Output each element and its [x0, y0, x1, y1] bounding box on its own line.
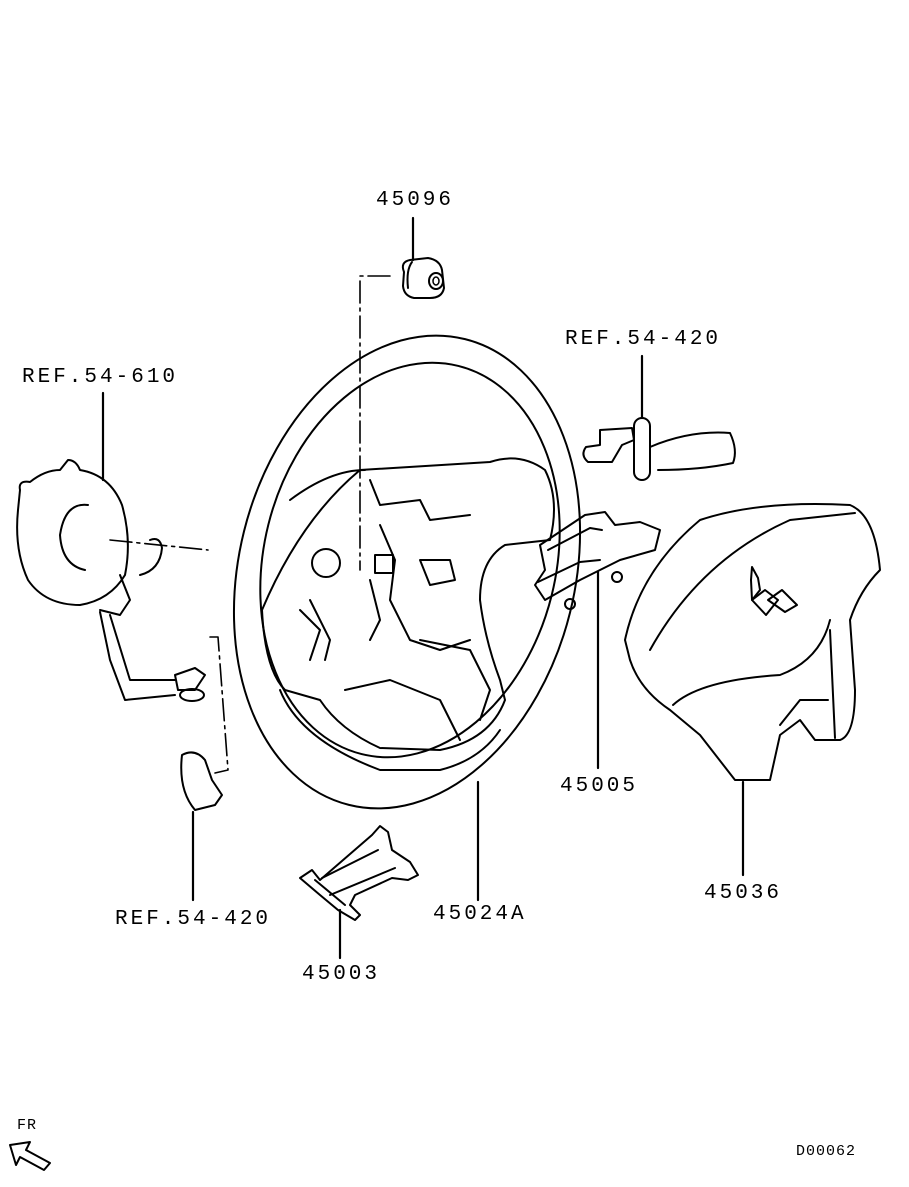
- sheet-code: D00062: [796, 1143, 857, 1160]
- front-direction-arrow-icon: [9, 1141, 51, 1171]
- axis-line-clock-spring: [109, 539, 209, 551]
- orientation-label: FR: [17, 1117, 38, 1134]
- callout-45005[interactable]: 45005: [560, 775, 639, 798]
- airbag-module-45036[interactable]: [624, 503, 881, 781]
- axis-line: [359, 275, 391, 571]
- steering-switch-45005[interactable]: [534, 511, 661, 610]
- lower-cover-45003[interactable]: [299, 825, 419, 921]
- small-switch[interactable]: [180, 751, 223, 811]
- clock-spring[interactable]: [16, 459, 206, 702]
- callout-ref-54-610[interactable]: REF.54-610: [22, 366, 179, 389]
- nut-45096[interactable]: [401, 257, 445, 299]
- callout-ref-54-420-bottom[interactable]: REF.54-420: [115, 908, 272, 931]
- column-switch-lever[interactable]: [582, 417, 736, 481]
- axis-line-switch: [209, 636, 229, 774]
- callout-ref-54-420-top[interactable]: REF.54-420: [565, 328, 722, 351]
- callout-45024a[interactable]: 45024A: [433, 903, 527, 926]
- callout-45096[interactable]: 45096: [376, 189, 455, 212]
- callout-45036[interactable]: 45036: [704, 882, 783, 905]
- steering-wheel-45024a[interactable]: [186, 298, 628, 845]
- callout-45003[interactable]: 45003: [302, 963, 381, 986]
